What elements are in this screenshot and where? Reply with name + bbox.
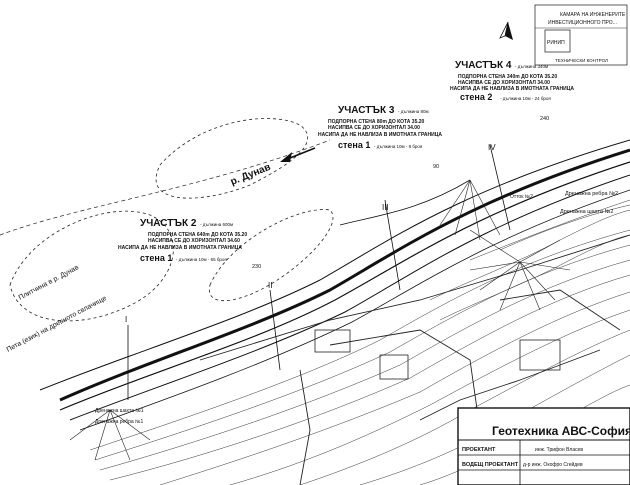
section-3-title: УЧАСТЪК 3 (338, 105, 395, 116)
profile-label-3: III (382, 203, 389, 212)
section-2-line-2: НАСИПВА СЕ ДО ХОРИЗОНТАЛ 34.60 (148, 238, 240, 244)
shallows-outline (9, 210, 174, 322)
river-flow-arrowhead (280, 152, 292, 162)
station-label-230: 230 (252, 264, 261, 270)
section-4-line-1: ПОДПОРНА СТЕНА 340m ДО КОТА 35.20 (458, 74, 557, 80)
profile-lines (127, 144, 511, 400)
stamp-badge: РИНИП (547, 40, 565, 46)
river-label: р. Дунав (229, 162, 272, 188)
stamp-line-3: ТЕХНИЧЕСКИ КОНТРОЛ (555, 58, 608, 63)
designer-label: ПРОЕКТАНТ (462, 447, 496, 453)
north-arrow-icon (499, 21, 513, 40)
section-4-length: - дължина 340м (515, 64, 548, 69)
drainage-rays (69, 179, 571, 461)
old-landslide-label: Пета (език) на древното свлачище (6, 295, 108, 354)
station-label-90: 90 (433, 164, 439, 170)
drainage-shaft-label: Дренажна шахта №2 (560, 209, 613, 215)
section-4-line-3: НАСИПА ДА НЕ НАВЛИЗА В ИМОТНАТА ГРАНИЦА (450, 86, 574, 92)
section-3-line-3: НАСИПА ДА НЕ НАВЛИЗА В ИМОТНАТА ГРАНИЦА (318, 132, 442, 138)
stamp-line-1: КАМАРА НА ИНЖЕНЕРИТЕ (560, 12, 626, 18)
section-2-length: - дължина 600м (200, 222, 233, 227)
stamp-line-2: ИНВЕСТИЦИОННОГО ПРО... (548, 20, 617, 26)
lead-designer-label: ВОДЕЩ ПРОЕКТАНТ (462, 462, 519, 468)
shore-dashed-line (0, 139, 331, 236)
lead-designer-value: д-р инж. Окофро Сгейдев (523, 461, 583, 468)
designer-value: инж. Трифон Власев (535, 447, 583, 453)
drainage-rib-label: Дренажна ребра №2 (565, 191, 618, 197)
profile-label-2: II (268, 281, 272, 290)
section-2-line-1: ПОДПОРНА СТЕНА 640m ДО КОТА 35.20 (148, 232, 247, 238)
company-name: Геотехника АВС-София (492, 424, 630, 438)
section-4-title: УЧАСТЪК 4 (455, 60, 512, 71)
section-2-title: УЧАСТЪК 2 (140, 218, 197, 229)
section-2-wall-note: - дължина 10м - 65 броя (176, 257, 227, 262)
section-3-line-2: НАСИПВА СЕ ДО ХОРИЗОНТАЛ 34.00 (328, 125, 420, 131)
section-2-line-3: НАСИПА ДА НЕ НАВЛИЗА В ИМОТНАТА ГРАНИЦА (118, 245, 242, 251)
roads-and-boundaries (199, 234, 630, 485)
section-4-wall: стена 2 (460, 92, 492, 102)
section-2-wall: стена 1 (140, 253, 172, 263)
profile-label-1: I (125, 315, 127, 324)
profile-label-4: IV (488, 143, 496, 152)
shoreline-bands (39, 139, 630, 431)
section-3-wall: стена 1 (338, 140, 370, 150)
section-4-wall-note: - дължина 10м - 24 броя (500, 96, 551, 101)
approval-stamp: КАМАРА НА ИНЖЕНЕРИТЕ ИНВЕСТИЦИОННОГО ПРО… (534, 4, 628, 66)
station-label-240: 240 (540, 116, 549, 122)
section-3-length: - дължина 80м (398, 109, 429, 114)
section-4-line-2: НАСИПВА СЕ ДО ХОРИЗОНТАЛ 34.00 (458, 80, 550, 86)
title-block: Геотехника АВС-София ПРОЕКТАНТ инж. Триф… (457, 407, 630, 485)
drainage-shaft-1-label: Дренажна шахта №1 (95, 408, 144, 414)
drainage-rib-1-label: Дренажна ребра №1 (95, 419, 143, 425)
section-3-wall-note: - дължина 10м - 8 броя (374, 144, 423, 149)
shallows-label: Плитчина в р. Дунав (18, 264, 81, 302)
outlet-label: Отток №2 (510, 194, 533, 200)
section-3-line-1: ПОДПОРНА СТЕНА 80m ДО КОТА 35.20 (328, 119, 425, 125)
